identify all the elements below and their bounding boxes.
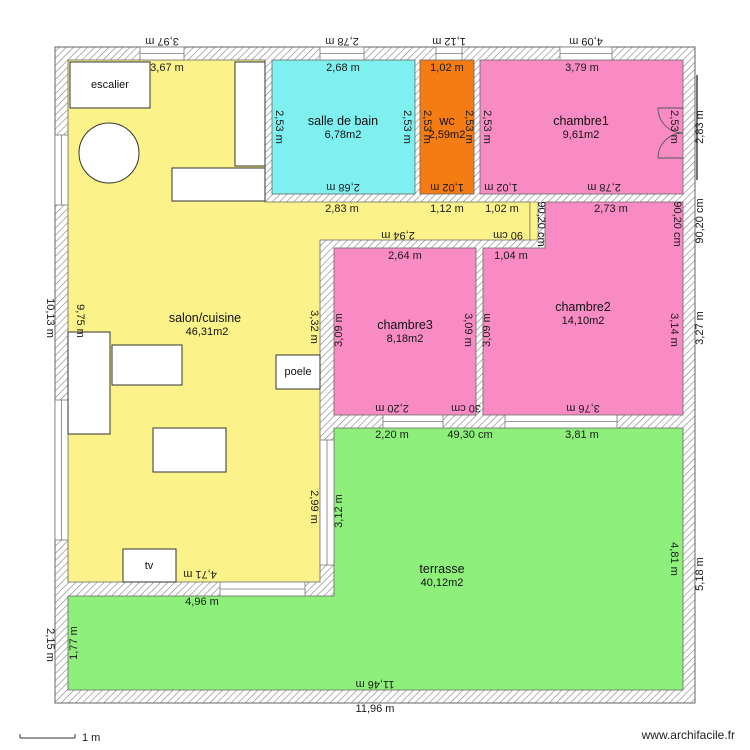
chambre1-name: chambre1 (553, 114, 609, 128)
counter-side (171, 167, 266, 202)
salon-area: 46,31m2 (186, 326, 229, 338)
dim-salon-2-99: 2,99 m (308, 490, 320, 524)
kitchen-block-b (111, 344, 183, 386)
dim-salon-right: 3,32 m (308, 310, 320, 344)
dim-ter-11-46: 11,46 m (356, 678, 395, 690)
dim-salon-left: 9,75 m (74, 304, 86, 338)
salon-name: salon/cuisine (169, 311, 241, 325)
dim-bottom-11-96: 11,96 m (356, 703, 395, 715)
dim-hall-1-12: 1,12 m (430, 203, 464, 215)
chambre3-area: 8,18m2 (387, 333, 424, 345)
wc-name: wc (438, 114, 454, 128)
dim-ch3-left: 3,09 m (333, 313, 345, 347)
dining-table (152, 427, 227, 473)
dim-outer-left: 10,13 m (44, 298, 56, 338)
dim-ch3-top: 2,64 m (388, 250, 422, 262)
dim-ch3-bottom: 2,20 m (375, 402, 409, 414)
chambre3-name: chambre3 (377, 318, 433, 332)
dim-ter-1-77: 1,77 m (68, 626, 80, 660)
dim-in-1-02: 1,02 m (430, 62, 464, 74)
staircase (69, 61, 151, 109)
dim-hall-2-83: 2,83 m (325, 203, 359, 215)
dim-cm-30: 30 cm (451, 402, 481, 414)
room-chambre1-fill (479, 59, 684, 195)
dim-ch1-left: 2,53 m (481, 110, 493, 144)
room-sdb-fill (271, 59, 416, 195)
room-terrasse-fill (67, 427, 684, 691)
hall-fill (529, 201, 539, 241)
dim-top-2-78: 2,78 m (325, 35, 359, 47)
round-table (78, 122, 140, 184)
dim-ter-top-b: 49,30 cm (447, 429, 492, 441)
scale-label: 1 m (82, 732, 100, 744)
dim-ch1-bottom-b: 2,78 m (587, 181, 621, 193)
sdb-name: salle de bain (308, 114, 378, 128)
dim-outer-left-2-15: 2,15 m (44, 628, 56, 662)
kitchen-block-a (67, 331, 111, 435)
dim-outer-right-5-18: 5,18 m (694, 557, 706, 591)
dim-ch2-inner-top: 1,04 m (494, 250, 528, 262)
tv-label: tv (145, 560, 154, 572)
tv-unit (122, 548, 177, 583)
dim-sdb-bottom: 2,68 m (326, 181, 360, 193)
watermark: www.archifacile.fr (641, 728, 735, 742)
dim-small-90-20: 90,20 cm (671, 201, 683, 246)
counter-top (234, 61, 266, 167)
dim-sdb-right: 2,53 m (401, 110, 413, 144)
dim-top-4-09: 4,09 m (569, 35, 603, 47)
dim-ch1-right: 2,53 m (668, 110, 680, 144)
dim-in-2-68: 2,68 m (326, 62, 360, 74)
chambre2-name: chambre2 (555, 300, 611, 314)
staircase-label: escalier (91, 79, 129, 91)
dim-ch2-top: 2,73 m (594, 203, 628, 215)
dim-ter-4-81: 4,81 m (668, 542, 680, 576)
dim-ter-4-96: 4,96 m (185, 596, 219, 608)
dim-in-3-67: 3,67 m (150, 62, 184, 74)
chambre1-area: 9,61m2 (563, 129, 600, 141)
chambre2-area: 14,10m2 (562, 315, 605, 327)
room-wc-fill (419, 59, 475, 195)
dim-right-90-20: 90,20 cm (694, 198, 706, 243)
dim-ter-top-a: 2,20 m (375, 429, 409, 441)
dim-wc-right: 2,53 m (463, 110, 475, 144)
dim-sdb-left: 2,53 m (273, 110, 285, 144)
dim-hall-1-02: 1,02 m (485, 203, 519, 215)
dimension-labels: 3,97 m 2,78 m 1,12 m 4,09 m 3,67 m 2,68 … (44, 35, 706, 715)
furniture (67, 61, 321, 583)
dim-ch2-bottom: 3,76 m (566, 402, 600, 414)
dim-ch2-left-90: 90,20 cm (535, 201, 547, 246)
dim-in-3-79: 3,79 m (565, 62, 599, 74)
dim-wc-left: 2,53 m (421, 110, 433, 144)
sdb-area: 6,78m2 (325, 129, 362, 141)
door-chambre1 (657, 107, 684, 159)
dim-outer-right-3-27: 3,27 m (694, 311, 706, 345)
dim-ch2-left: 3,09 m (481, 313, 493, 347)
dim-ch2-right: 3,14 m (668, 313, 680, 347)
dim-hall-90cm: 90 cm (493, 229, 523, 241)
dim-ch3-right: 3,09 m (462, 313, 474, 347)
dim-hall-2-94: 2,94 m (381, 229, 415, 241)
dim-ter-top-c: 3,81 m (565, 429, 599, 441)
dim-salon-bottom: 4,71 m (183, 568, 217, 580)
terrasse-name: terrasse (419, 562, 464, 576)
dim-wc-bottom: 1,02 m (430, 181, 464, 193)
dim-top-1-12: 1,12 m (432, 35, 466, 47)
windows (54, 46, 618, 597)
dim-ter-3-12: 3,12 m (333, 494, 345, 528)
terrasse-area: 40,12m2 (421, 577, 464, 589)
dim-ch1-bottom-a: 1,02 m (484, 181, 518, 193)
stove (275, 354, 321, 390)
wc-area: 2,59m2 (429, 129, 466, 141)
stove-label: poele (285, 366, 312, 378)
room-chambre2-fill (482, 201, 684, 416)
dim-right-2-83: 2,83 m (694, 110, 706, 144)
scale-bar (19, 734, 76, 739)
dim-top-3-97: 3,97 m (145, 35, 179, 47)
